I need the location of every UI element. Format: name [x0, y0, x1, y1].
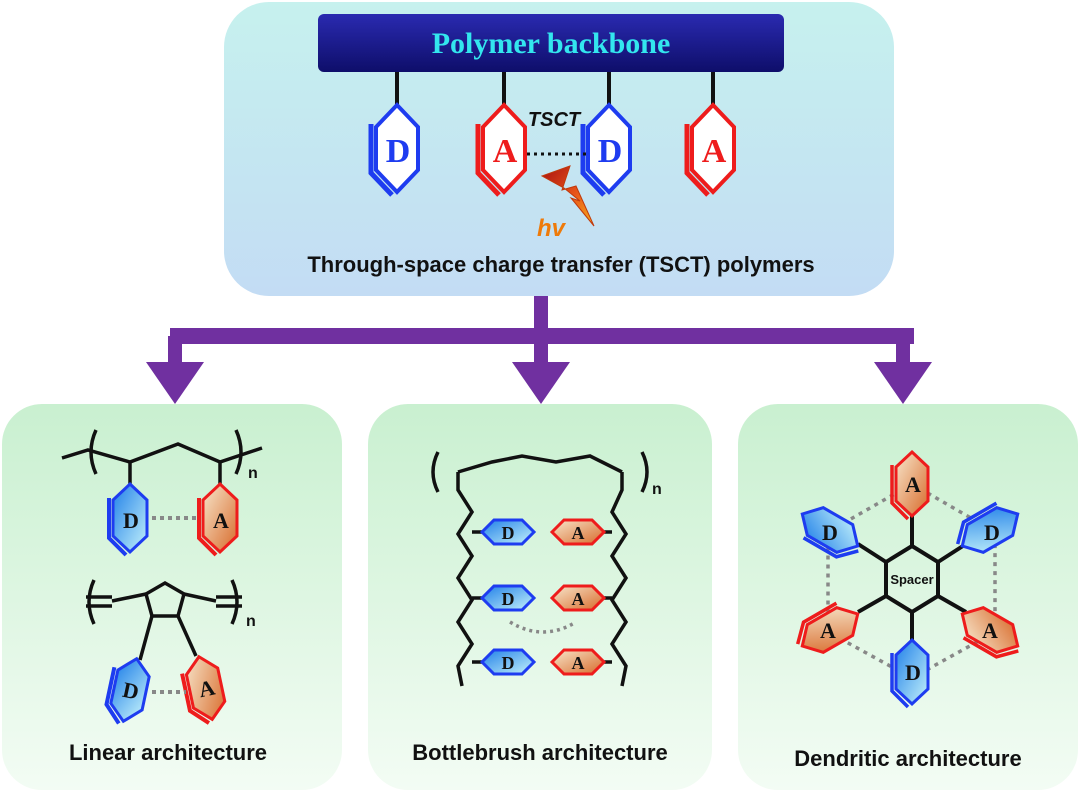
arrow-to-linear: [146, 362, 204, 404]
donor-hexagon: [800, 506, 860, 559]
acceptor-letter: A: [982, 618, 998, 643]
acceptor-hexagon: [795, 601, 860, 654]
donor-letter: D: [123, 508, 139, 533]
donor-letter: D: [905, 660, 921, 685]
linear-caption: Linear architecture: [69, 740, 267, 765]
dendrimer-core-bonds: [856, 516, 968, 640]
top-panel-background: [224, 2, 894, 296]
bottlebrush-panel: n D A D A D A Bottlebrush architectu: [368, 404, 712, 790]
acceptor-letter: A: [572, 523, 585, 543]
acceptor-hexagon-1: A: [475, 102, 527, 197]
donor-hexagon: [955, 501, 1020, 554]
donor-hexagon: D: [104, 656, 151, 725]
donor-hexagon-2: D: [580, 102, 632, 197]
linear-panel: n D A n D: [2, 404, 342, 790]
donor-letter: D: [502, 653, 515, 673]
acceptor-hexagon: A: [549, 648, 607, 676]
acceptor-hexagon: A: [180, 654, 227, 725]
acceptor-hexagon-2: A: [684, 102, 736, 197]
donor-letter: D: [502, 523, 515, 543]
linear-romp-chain: [86, 579, 242, 661]
donor-hexagon: D: [479, 584, 537, 612]
acceptor-letter: A: [572, 589, 585, 609]
donor-letter: D: [386, 133, 411, 170]
repeat-index: n: [246, 613, 256, 630]
acceptor-hexagon: [960, 606, 1020, 659]
bottlebrush-caption: Bottlebrush architecture: [412, 740, 668, 765]
acceptor-hexagon: A: [549, 518, 607, 546]
lightning-bolt-icon: [540, 165, 595, 227]
donor-letter: D: [502, 589, 515, 609]
donor-letter: D: [121, 677, 142, 705]
light-energy-label: hv: [537, 215, 567, 242]
donor-letter: D: [984, 520, 1000, 545]
arrow-to-bottlebrush: [512, 362, 570, 404]
linear-vinyl-chain: [61, 429, 263, 484]
donor-hexagon: D: [107, 481, 149, 557]
dendritic-panel-background: [738, 404, 1078, 790]
acceptor-letter: A: [702, 133, 727, 170]
donor-hexagon: D: [479, 518, 537, 546]
repeat-index: n: [652, 481, 662, 498]
arrow-to-dendritic: [874, 362, 932, 404]
spacer-label: Spacer: [890, 572, 933, 587]
linear-panel-background: [2, 404, 342, 790]
acceptor-hexagon: A: [549, 584, 607, 612]
top-panel-caption: Through-space charge transfer (TSCT) pol…: [307, 252, 814, 277]
donor-hexagon-1: D: [368, 102, 420, 197]
donor-hexagon: D: [890, 637, 930, 709]
tsct-label: TSCT: [528, 109, 582, 131]
donor-letter: D: [822, 520, 838, 545]
donor-letter: D: [598, 133, 623, 170]
acceptor-hexagon: A: [197, 481, 239, 557]
bottlebrush-backbone: [431, 451, 649, 687]
acceptor-letter: A: [572, 653, 585, 673]
bottlebrush-panel-background: [368, 404, 712, 790]
dendritic-caption: Dendritic architecture: [794, 746, 1021, 771]
top-panel: Polymer backbone D A D A: [224, 2, 894, 296]
acceptor-letter: A: [905, 472, 921, 497]
side-chain-linkers: [395, 72, 715, 105]
acceptor-hexagon: A: [890, 449, 930, 521]
repeat-index: n: [248, 465, 258, 482]
donor-hexagon: D: [479, 648, 537, 676]
acceptor-letter: A: [493, 133, 518, 170]
acceptor-letter: A: [820, 618, 836, 643]
dendritic-panel: Spacer A D A D A: [738, 404, 1078, 790]
acceptor-letter: A: [213, 508, 229, 533]
backbone-label: Polymer backbone: [432, 27, 671, 60]
branching-arrows: [146, 296, 932, 404]
acceptor-letter: A: [196, 674, 217, 702]
polymer-backbone-bar: Polymer backbone: [318, 14, 784, 72]
